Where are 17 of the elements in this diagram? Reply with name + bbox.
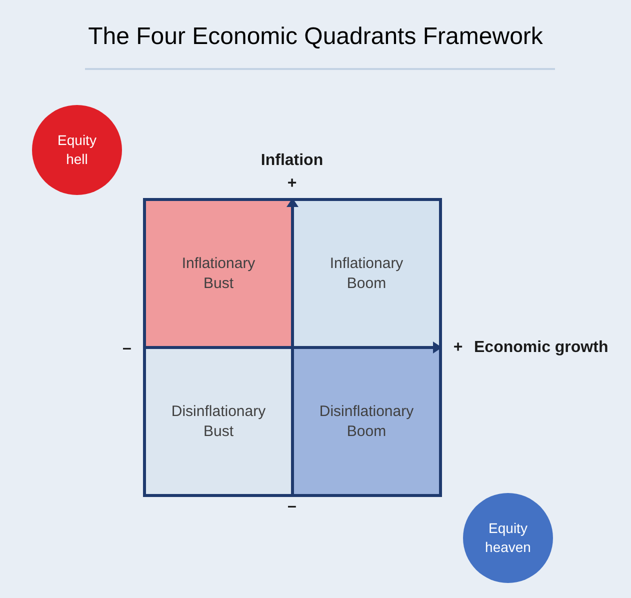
quadrant-area (294, 201, 439, 346)
axis-sign: + (453, 338, 463, 358)
axis-label: Inflation (260, 151, 324, 171)
quadrant-area (146, 201, 291, 346)
title: The Four Economic Quadrants Framework (87, 22, 544, 52)
axis-sign: – (288, 497, 296, 517)
axis-label: Economic growth (474, 338, 608, 358)
circle-label: Equity hell (56, 131, 98, 169)
quadrant-label: Disinflationary Bust (170, 402, 267, 442)
quadrant-area (294, 349, 439, 494)
quadrant-label: Disinflationary Boom (318, 402, 415, 442)
quadrant-label: Inflationary Bust (180, 254, 256, 294)
quadrant-area (146, 349, 291, 494)
axis-sign: + (287, 174, 297, 194)
circle-label: Equity heaven (484, 519, 532, 557)
quadrant-label: Inflationary Boom (328, 254, 404, 294)
axis-sign: – (122, 339, 132, 359)
